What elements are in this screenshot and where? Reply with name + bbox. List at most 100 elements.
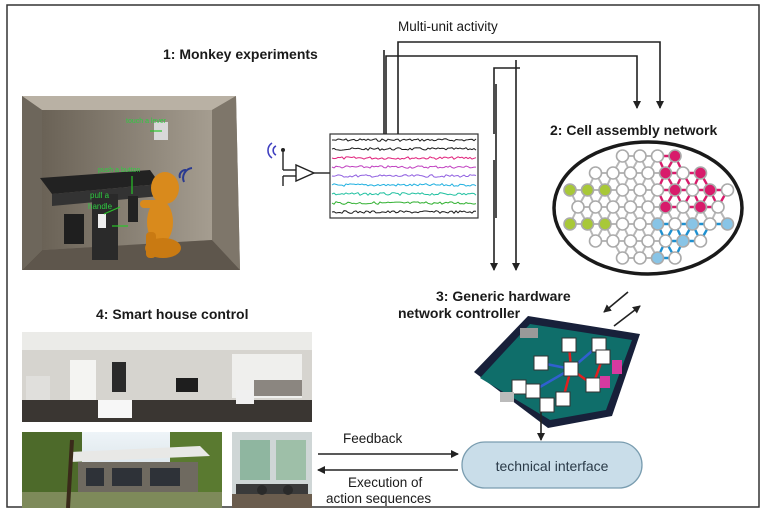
network-node (720, 183, 735, 197)
board-chip (561, 337, 577, 353)
network-node (615, 251, 630, 265)
network-node (650, 217, 665, 231)
network-node (668, 183, 682, 197)
network-node (668, 217, 682, 231)
network-node (641, 200, 655, 214)
board-chip (585, 377, 601, 393)
wireless-amplifier (267, 142, 330, 186)
network-node (693, 200, 708, 214)
network-node (720, 217, 735, 231)
technical-interface-label: technical interface (496, 458, 609, 474)
section-title-monkey: 1: Monkey experiments (163, 46, 318, 62)
figure-border (6, 4, 760, 508)
network-node (615, 149, 630, 163)
execution-label-2: action sequences (326, 491, 431, 506)
network-node (676, 166, 690, 180)
network-node (588, 166, 603, 180)
section-title-smart-house: 4: Smart house control (96, 306, 248, 322)
cage-label-button: push a button (98, 167, 141, 174)
execution-label-1: Execution of (348, 475, 423, 490)
cell-assembly-network (552, 140, 744, 276)
trace-line (331, 192, 477, 197)
network-node (668, 149, 682, 163)
multi-unit-label: Multi-unit activity (398, 19, 498, 34)
network-node (650, 251, 665, 265)
network-to-hardware-arrow (603, 291, 629, 313)
hardware-to-network-arrow (613, 305, 641, 327)
fpga-board (474, 316, 640, 428)
board-chip (525, 383, 541, 399)
kitchen-photo (232, 432, 312, 508)
network-node (563, 217, 577, 231)
network-node (658, 200, 673, 214)
cage-label-handle-1: pull a (90, 191, 110, 200)
network-node (703, 217, 717, 231)
board-chip (511, 379, 527, 395)
network-node (633, 183, 647, 197)
board-chip (595, 349, 611, 365)
house-exterior-photo (22, 432, 222, 509)
trace-line (331, 201, 477, 205)
network-node (685, 217, 700, 231)
board-chip (563, 361, 579, 377)
network-node (588, 234, 603, 248)
trace-line (331, 174, 477, 178)
network-node (676, 200, 690, 214)
board-chip (539, 397, 555, 413)
network-node (693, 234, 708, 248)
network-node (598, 183, 612, 197)
network-node (633, 217, 647, 231)
network-node (703, 183, 717, 197)
network-node (615, 217, 630, 231)
network-node (685, 183, 700, 197)
network-node (623, 234, 638, 248)
network-node (623, 200, 638, 214)
network-node (633, 251, 647, 265)
section-title-hardware-2: network controller (398, 305, 521, 321)
network-node (580, 217, 595, 231)
section-title-network: 2: Cell assembly network (550, 122, 718, 138)
network-node (668, 251, 682, 265)
cage-label-handle-2: handle (88, 202, 113, 211)
network-node (633, 149, 647, 163)
recording-traces (329, 133, 479, 219)
network-node (588, 200, 603, 214)
monkey-figure (140, 172, 181, 258)
network-node (641, 234, 655, 248)
network-node (606, 200, 620, 214)
technical-interface-box (461, 441, 643, 489)
monkey-cage-illustration (22, 96, 240, 270)
section-title-hardware-1: 3: Generic hardware (436, 288, 571, 304)
trace-line (331, 147, 477, 151)
cage-label-lever: touch a lever (126, 118, 167, 125)
button-device (128, 196, 138, 222)
network-node (571, 200, 585, 214)
multi-unit-connectors (383, 41, 664, 271)
network-node (641, 166, 655, 180)
board-chip (555, 391, 571, 407)
trace-line (332, 138, 477, 142)
feedback-label: Feedback (343, 431, 403, 446)
network-node (650, 149, 665, 163)
trace-line (331, 156, 477, 160)
trace-line (331, 210, 477, 214)
living-room-photo (22, 332, 312, 422)
network-node (563, 183, 577, 197)
trace-line (331, 165, 476, 169)
handle-device (98, 214, 106, 228)
network-node (580, 183, 595, 197)
network-node (606, 234, 620, 248)
board-chip (533, 355, 549, 371)
network-node (711, 200, 725, 214)
network-node (598, 217, 612, 231)
network-node (615, 183, 630, 197)
network-node (676, 234, 690, 248)
network-node (658, 166, 673, 180)
trace-line (331, 183, 477, 187)
network-node (606, 166, 620, 180)
network-node (623, 166, 638, 180)
network-node (650, 183, 665, 197)
network-node (693, 166, 708, 180)
